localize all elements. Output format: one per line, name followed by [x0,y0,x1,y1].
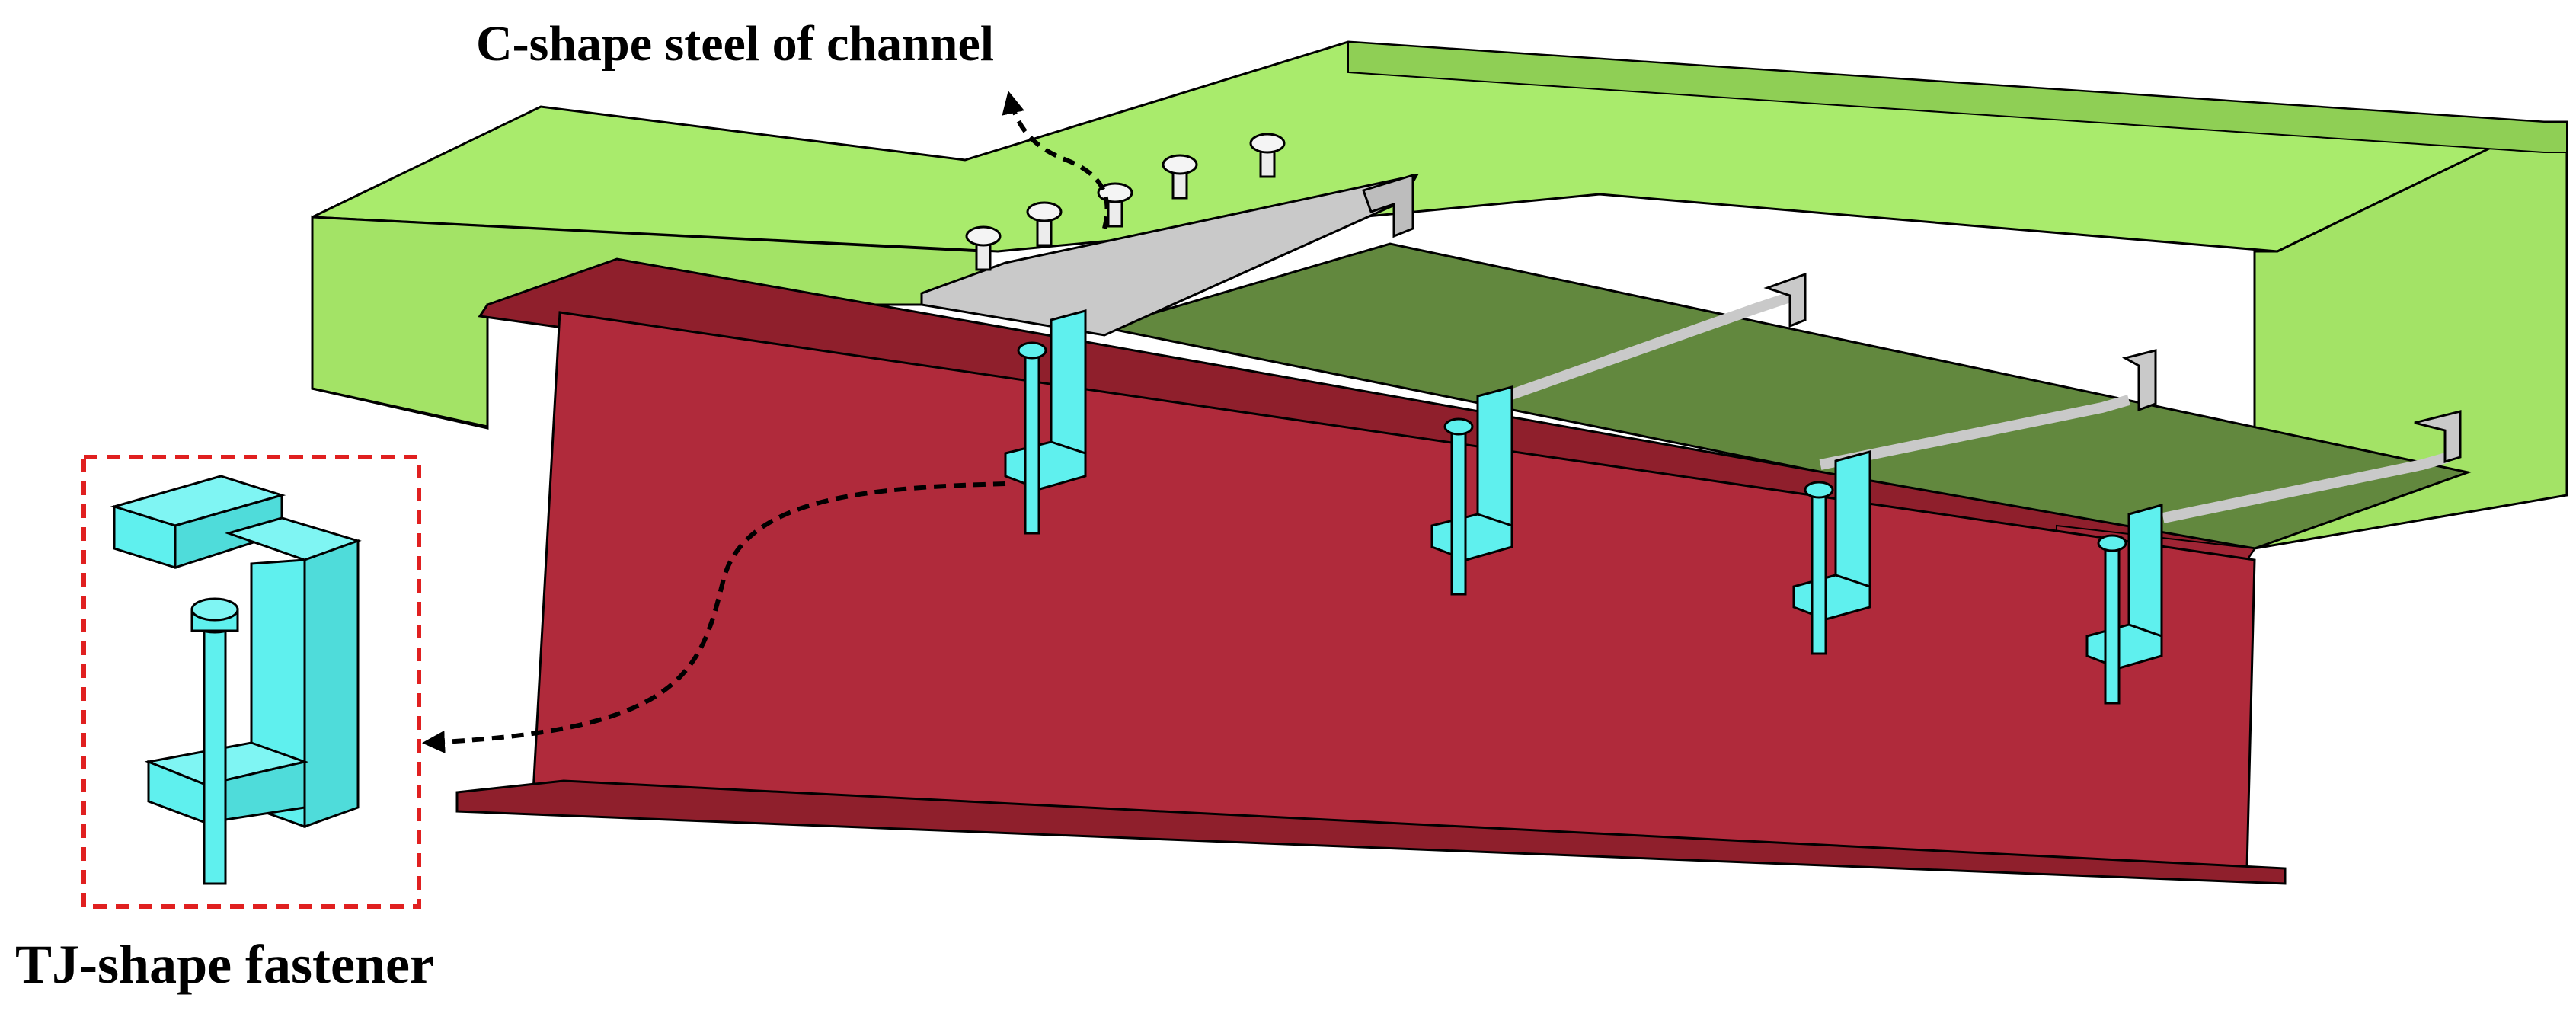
channel-strip-2 [1483,292,1792,409]
fastener-label: TJ-shape fastener [15,934,434,995]
fasteners-on-beam [1004,309,2163,705]
stud-icon [1026,201,1063,247]
channel-end-3 [2121,349,2157,412]
stud-icon [965,225,1002,271]
channel-strip-4 [2162,452,2450,523]
shear-studs [965,133,1286,271]
channel-strip-3 [1819,395,2130,470]
fastener-callout [81,455,421,909]
stud-icon [1249,133,1286,178]
channel-end-2 [1763,272,1807,328]
fastener-leader-arrow [422,481,1006,753]
channel-end-profile [1362,173,1414,238]
callout-box [81,455,421,909]
beam-bottom-flange [455,779,2287,885]
stud-icon [1162,154,1198,200]
fastener-icon [2085,504,2163,705]
slab-far-face [1347,40,2568,153]
enlarged-fastener-icon [110,475,362,885]
fastener-icon [1430,385,1513,596]
channel-leader-arrow [1002,91,1110,229]
channel-label: C-shape steel of channel [476,16,995,72]
fastener-icon [1004,309,1087,535]
fastener-icon [1792,450,1871,655]
concrete-slab [311,40,2568,550]
channel-end-4 [2414,410,2462,464]
c-channel-steel [920,173,2462,523]
